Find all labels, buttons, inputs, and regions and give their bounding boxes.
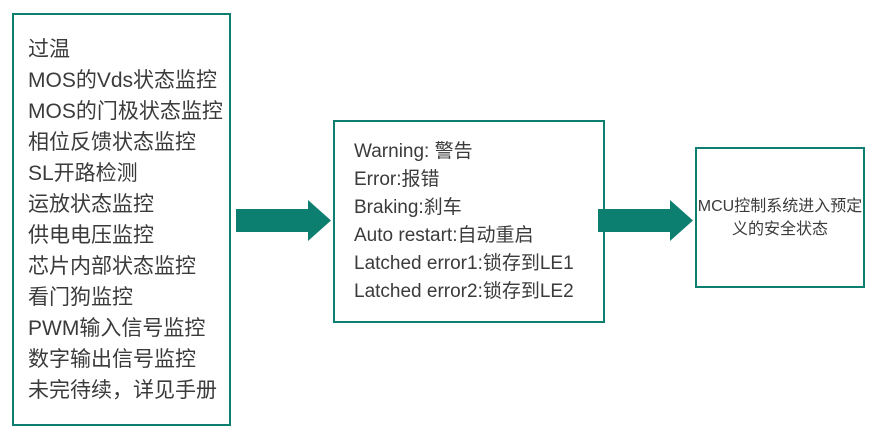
arrow-monitoring-to-responses-icon <box>236 200 331 241</box>
response-action: Latched error1:锁存到LE1 <box>354 253 574 274</box>
response-actions-box: Warning: 警告 Error:报错 Braking:刹车 Auto res… <box>333 120 605 323</box>
monitoring-item: PWM输入信号监控 <box>28 317 206 340</box>
mcu-safe-state-box: MCU控制系统进入预定义的安全状态 <box>695 147 865 288</box>
monitoring-item: 过温 <box>28 38 70 61</box>
monitoring-item: SL开路检测 <box>28 162 138 185</box>
monitoring-item: MOS的门极状态监控 <box>28 100 223 123</box>
response-action: Error:报错 <box>354 169 440 190</box>
response-action: Braking:刹车 <box>354 197 462 218</box>
monitoring-item: 未完待续，详见手册 <box>28 379 217 402</box>
monitoring-item: 芯片内部状态监控 <box>28 255 196 278</box>
mcu-safe-state-label: MCU控制系统进入预定义的安全状态 <box>697 197 863 238</box>
monitoring-item: MOS的Vds状态监控 <box>28 69 218 92</box>
monitoring-item: 运放状态监控 <box>28 193 154 216</box>
arrow-responses-to-safe-state-icon <box>598 200 693 241</box>
monitoring-items-box: 过温 MOS的Vds状态监控 MOS的门极状态监控 相位反馈状态监控 SL开路检… <box>12 13 231 426</box>
monitoring-item: 数字输出信号监控 <box>28 348 196 371</box>
response-action: Auto restart:自动重启 <box>354 225 534 246</box>
response-action: Warning: 警告 <box>354 141 473 162</box>
monitoring-item: 看门狗监控 <box>28 286 133 309</box>
monitoring-item: 供电电压监控 <box>28 224 154 247</box>
response-action: Latched error2:锁存到LE2 <box>354 281 574 302</box>
monitoring-item: 相位反馈状态监控 <box>28 131 196 154</box>
